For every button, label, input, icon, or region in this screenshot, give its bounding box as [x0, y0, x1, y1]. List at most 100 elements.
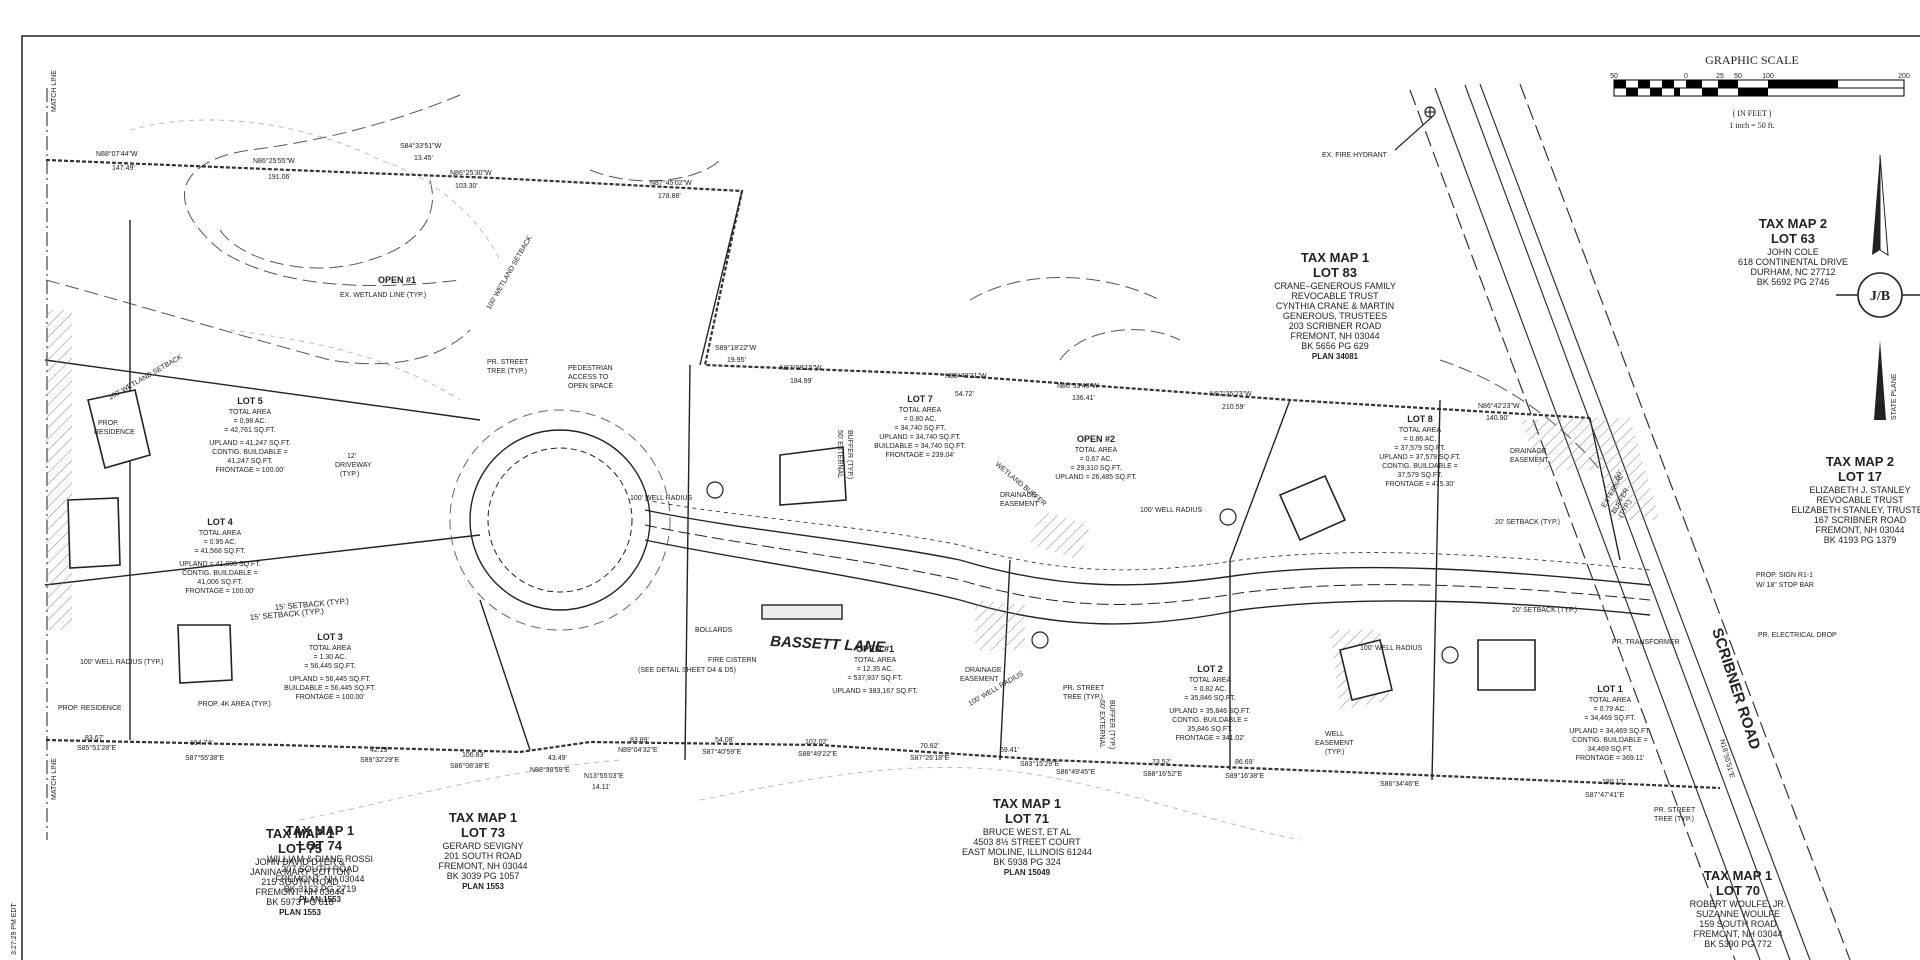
bearing-label: N86°25'55"W	[253, 157, 295, 165]
lot-lines	[44, 190, 1621, 781]
bearing-label: 180.12'	[1602, 779, 1625, 786]
bearing-label: 184.99'	[790, 378, 813, 385]
note-label: PR. STREET	[1063, 685, 1105, 692]
lot-line: = 42,761 SQ.FT.	[224, 427, 275, 434]
lot-line: 41,006 SQ.FT.	[197, 579, 242, 586]
bearing-labels: N88°07'44"W147.49'N86°25'55"W191.06'S84°…	[77, 142, 1736, 799]
note-label: 100' WELL RADIUS	[630, 495, 692, 502]
bearing-label: N86°42'23"W	[1478, 402, 1520, 410]
lot-title: LOT 7	[907, 394, 933, 404]
bearing-label: N88°38'59"E	[530, 766, 570, 774]
abutter-lot: LOT 71	[1005, 811, 1049, 826]
bearing-label: 42.19'	[370, 747, 389, 754]
scale-tick: 100	[1762, 73, 1774, 80]
lot-line: FRONTAGE = 100.00'	[185, 588, 254, 595]
tree-lines	[129, 119, 1301, 841]
note-label: DRAINAGE	[1000, 492, 1037, 499]
bearing-label: S85°51'28"E	[77, 744, 117, 752]
bearing-label: S84°33'51"W	[400, 142, 442, 150]
proposed-residences	[67, 389, 1536, 701]
lot-line: = 0.80 AC.	[904, 416, 937, 423]
bearing-label: N88°07'44"W	[96, 150, 138, 158]
lot-line: 41,247 SQ.FT.	[227, 458, 272, 465]
match-line-label-bottom: MATCH LINE	[51, 758, 58, 800]
scale-tick: 25	[1716, 73, 1724, 80]
bearing-label: 86.69'	[1235, 759, 1254, 766]
state-plane-label: STATE PLANE	[1891, 373, 1898, 420]
abutter-line: GENEROUS, TRUSTEES	[1283, 311, 1387, 321]
abutter-line: FREMONT, NH 03044	[255, 887, 344, 897]
lot-line: UPLAND = 383,167 SQ.FT.	[832, 688, 917, 695]
bearing-label: 54.08'	[715, 737, 734, 744]
bearing-label: S87°40'59"E	[702, 748, 742, 756]
lot-line: TOTAL AREA	[1189, 677, 1232, 684]
abutter-title: TAX MAP 1	[286, 823, 354, 838]
bearing-label: S87°55'38"E	[185, 754, 225, 762]
abutter-title: TAX MAP 1	[266, 826, 334, 841]
lot-line: TOTAL AREA	[309, 645, 352, 652]
bearing-label: 43.49'	[548, 755, 567, 762]
bearing-label: S86°34'46"E	[1380, 780, 1420, 788]
lot-title: LOT 3	[317, 632, 343, 642]
lot-line: FRONTAGE = 100.00'	[215, 467, 284, 474]
bearing-label: 73.52'	[1152, 759, 1171, 766]
lot-line: UPLAND = 41,006 SQ.FT.	[179, 561, 261, 568]
abutter-lot: LOT 83	[1313, 265, 1357, 280]
lot-line: = 0.79 AC.	[1594, 706, 1627, 713]
lot-line: UPLAND = 56,445 SQ.FT.	[289, 676, 371, 683]
abutter-title: TAX MAP 1	[1704, 868, 1772, 883]
abutter-title: TAX MAP 2	[1759, 216, 1827, 231]
timestamp: 3:27:29 PM EDT	[11, 903, 18, 955]
lot-line: FRONTAGE = 100.00'	[295, 694, 364, 701]
note-label: EASEMENT	[960, 676, 999, 683]
bearing-label: 164.74'	[190, 740, 213, 747]
note-label: BUFFER (TYP.)	[1108, 700, 1115, 749]
abutter-line: BK 5692 PG 2746	[1757, 277, 1830, 287]
bearing-label: S89°32'29"E	[360, 756, 400, 764]
scribner-road-lines	[1409, 83, 1851, 960]
abutter-line: 159 SOUTH ROAD	[1699, 919, 1777, 929]
bearing-label: S89°16'38"E	[1225, 772, 1265, 780]
note-labels: OPEN #1EX. WETLAND LINE (TYP.)100' WETLA…	[58, 152, 1837, 823]
lot-line: = 35,846 SQ.FT.	[1184, 695, 1235, 702]
bearing-label: 54.72'	[955, 391, 974, 398]
lot-line: = 29,310 SQ.FT.	[1070, 465, 1121, 472]
graphic-scale-ratio: 1 inch = 50 ft.	[1729, 121, 1774, 130]
note-label: WELL	[1325, 731, 1344, 738]
abutter-line: 201 SOUTH ROAD	[444, 851, 522, 861]
bearing-label: 103.30'	[455, 183, 478, 190]
lot-line: = 56,445 SQ.FT.	[304, 663, 355, 670]
bearing-label: S87°26'18"E	[910, 754, 950, 762]
note-label: 100' WELL RADIUS	[1360, 645, 1422, 652]
lot-line: FRONTAGE = 475.30'	[1385, 481, 1454, 488]
lot-line: FRONTAGE = 369.11'	[1576, 755, 1645, 762]
abutter-line: ELIZABETH J. STANLEY	[1809, 485, 1910, 495]
abutter-line: 203 SCRIBNER ROAD	[1289, 321, 1382, 331]
note-label: PROP. RESIDENCE	[58, 705, 122, 712]
lot-line: UPLAND = 41,247 SQ.FT.	[209, 440, 291, 447]
abutter-line: GERARD SEVIGNY	[442, 841, 523, 851]
abutter-line: WILLIAM & DIANE ROSSI	[267, 854, 373, 864]
bearing-label: N86°53'43"W	[1057, 382, 1099, 390]
lot-line: = 0.82 AC.	[1194, 686, 1227, 693]
abutter-line: JANINA MARY COTTON	[250, 867, 350, 877]
lot-line: BUILDABLE = 56,445 SQ.FT.	[284, 685, 376, 692]
property-boundary	[45, 158, 1721, 790]
abutter-line: 207 SOUTH ROAD	[281, 864, 359, 874]
note-label: (TYP.)	[1325, 749, 1344, 756]
lot-line: = 537,937 SQ.FT.	[847, 675, 902, 682]
abutter-line: 215 SOUTH ROAD	[261, 877, 339, 887]
note-label: EASEMENT	[1315, 740, 1354, 747]
